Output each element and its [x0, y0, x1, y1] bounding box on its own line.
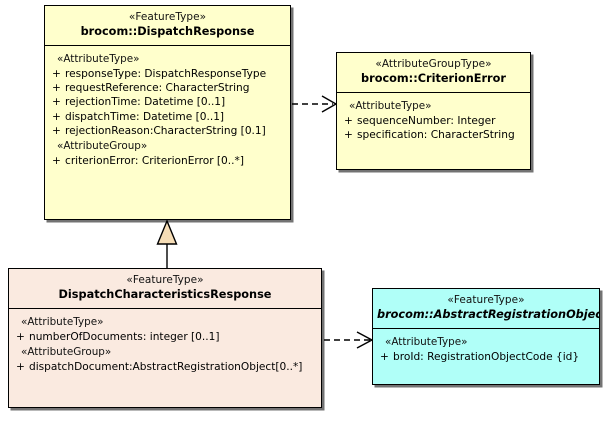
- class-stereotype: «FeatureType»: [126, 274, 204, 286]
- class-header: «FeatureType» brocom::DispatchResponse: [45, 6, 290, 46]
- class-box-abstract-registration-object[interactable]: «FeatureType» brocom::AbstractRegistrati…: [372, 288, 600, 385]
- attribute-text: requestReference: CharacterString: [65, 82, 250, 94]
- attribute-group-label: «AttributeType»: [57, 52, 140, 65]
- attribute-row[interactable]: + dispatchTime: Datetime [0..1]: [48, 110, 288, 124]
- attribute-row[interactable]: + broId: RegistrationObjectCode {id}: [376, 350, 597, 364]
- attribute-row[interactable]: + specification: CharacterString: [340, 128, 528, 142]
- attribute-text: dispatchTime: Datetime [0..1]: [65, 110, 225, 123]
- class-box-criterion-error[interactable]: «AttributeGroupType» brocom::CriterionEr…: [336, 52, 531, 170]
- attribute-row[interactable]: + responseType: DispatchResponseType: [48, 67, 288, 81]
- attribute-text: broId: RegistrationObjectCode {id}: [393, 350, 580, 363]
- attribute-row[interactable]: + numberOfDocuments: integer [0..1]: [12, 330, 319, 344]
- attribute-text: rejectionReason:CharacterString [0.1]: [65, 124, 266, 137]
- attribute-text: specification: CharacterString: [357, 129, 515, 141]
- class-attributes-compartment: «AttributeType» + numberOfDocuments: int…: [9, 309, 321, 380]
- class-header: «FeatureType» brocom::AbstractRegistrati…: [373, 289, 599, 329]
- class-header: «FeatureType» DispatchCharacteristicsRes…: [9, 269, 321, 309]
- visibility-marker: +: [52, 155, 61, 168]
- attribute-row[interactable]: + criterionError: CriterionError [0..*]: [48, 154, 288, 168]
- visibility-marker: +: [380, 350, 389, 363]
- visibility-marker: +: [52, 67, 61, 80]
- dependency-dispatchchar-to-abstractregistrationobject[interactable]: [324, 331, 374, 349]
- attribute-group-label: «AttributeGroup»: [57, 140, 148, 153]
- visibility-marker: +: [344, 114, 353, 127]
- attribute-text: sequenceNumber: Integer: [357, 114, 496, 127]
- class-stereotype: «FeatureType»: [447, 294, 525, 306]
- class-stereotype: «AttributeGroupType»: [375, 58, 492, 70]
- class-name: brocom::DispatchResponse: [80, 25, 255, 39]
- visibility-marker: +: [52, 96, 61, 109]
- class-header: «AttributeGroupType» brocom::CriterionEr…: [337, 53, 530, 93]
- visibility-marker: +: [52, 124, 61, 137]
- attribute-row[interactable]: + rejectionReason:CharacterString [0.1]: [48, 124, 288, 138]
- class-attributes-compartment: «AttributeType» + broId: RegistrationObj…: [373, 329, 599, 369]
- attribute-row[interactable]: + requestReference: CharacterString: [48, 81, 288, 95]
- class-stereotype: «FeatureType»: [128, 11, 207, 23]
- attribute-group-label: «AttributeType»: [385, 335, 468, 348]
- attribute-text: numberOfDocuments: integer [0..1]: [29, 330, 220, 343]
- class-box-dispatch-response[interactable]: «FeatureType» brocom::DispatchResponse «…: [44, 5, 291, 220]
- class-name: DispatchCharacteristicsResponse: [58, 288, 272, 302]
- class-attributes-compartment: «AttributeType» + responseType: Dispatch…: [45, 46, 290, 174]
- visibility-marker: +: [16, 361, 25, 373]
- dependency-dispatchresponse-to-criterionerror[interactable]: [292, 95, 338, 113]
- class-name: brocom::CriterionError: [361, 72, 506, 86]
- attribute-group-label: «AttributeType»: [21, 315, 104, 328]
- class-name: brocom::AbstractRegistrationObject: [377, 308, 600, 322]
- visibility-marker: +: [16, 330, 25, 343]
- attribute-group-label: «AttributeType»: [349, 99, 432, 112]
- attribute-text: dispatchDocument:AbstractRegistrationObj…: [29, 361, 303, 373]
- attribute-row[interactable]: + dispatchDocument:AbstractRegistrationO…: [12, 360, 319, 374]
- visibility-marker: +: [52, 110, 61, 123]
- visibility-marker: +: [344, 129, 353, 141]
- attribute-text: responseType: DispatchResponseType: [65, 67, 267, 80]
- generalization-dispatchchar-to-dispatchresponse[interactable]: [156, 219, 178, 268]
- attribute-group-label: «AttributeGroup»: [21, 346, 112, 358]
- class-attributes-compartment: «AttributeType» + sequenceNumber: Intege…: [337, 93, 530, 148]
- hollow-triangle-arrowhead: [156, 219, 178, 245]
- attribute-text: rejectionTime: Datetime [0..1]: [65, 96, 226, 109]
- visibility-marker: +: [52, 82, 61, 94]
- class-box-dispatch-characteristics-response[interactable]: «FeatureType» DispatchCharacteristicsRes…: [8, 268, 322, 408]
- attribute-row[interactable]: + rejectionTime: Datetime [0..1]: [48, 95, 288, 109]
- attribute-row[interactable]: + sequenceNumber: Integer: [340, 114, 528, 128]
- attribute-text: criterionError: CriterionError [0..*]: [65, 155, 244, 168]
